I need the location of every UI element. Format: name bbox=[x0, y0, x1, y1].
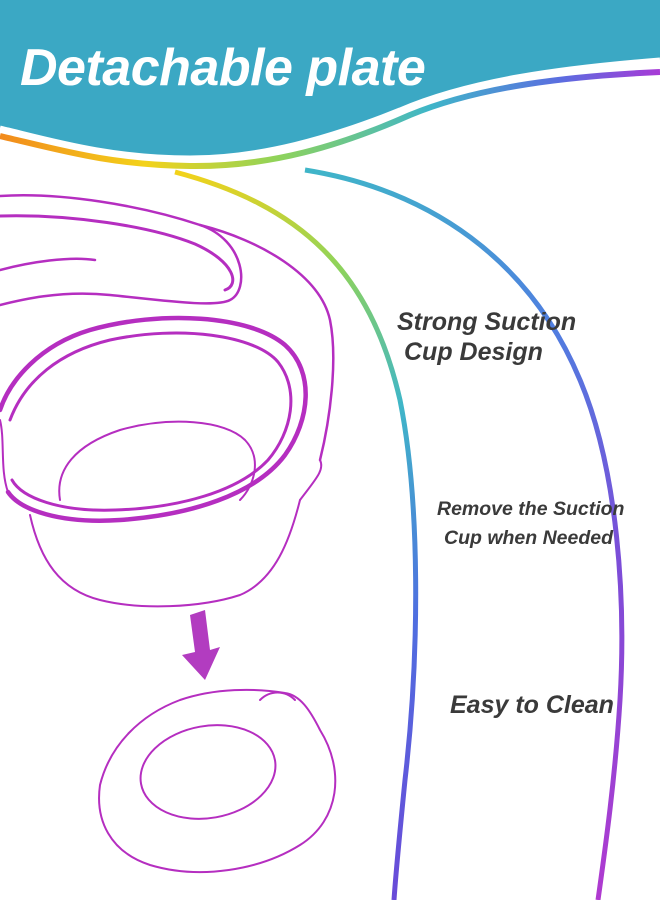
feature-remove-suction: Remove the Suction Cup when Needed bbox=[437, 495, 624, 553]
header-banner bbox=[0, 0, 660, 158]
rainbow-wave bbox=[0, 69, 660, 170]
feature-easy-clean: Easy to Clean bbox=[450, 690, 614, 720]
feature-line: Easy to Clean bbox=[450, 691, 614, 719]
feature-line: Cup Design bbox=[404, 338, 543, 366]
feature-line: Strong Suction bbox=[397, 308, 577, 336]
suction-cup-outline bbox=[98, 688, 337, 874]
rainbow-curve-right bbox=[304, 167, 625, 900]
page-title: Detachable plate bbox=[20, 39, 426, 97]
rainbow-curve-left bbox=[174, 169, 419, 900]
feature-strong-suction: Strong Suction Cup Design bbox=[397, 307, 576, 367]
feature-line: Remove the Suction bbox=[437, 498, 625, 520]
feature-line: Cup when Needed bbox=[444, 527, 614, 549]
plate-outline bbox=[0, 194, 335, 608]
down-arrow-icon bbox=[182, 610, 220, 680]
rainbow-wave-inner bbox=[0, 57, 660, 161]
